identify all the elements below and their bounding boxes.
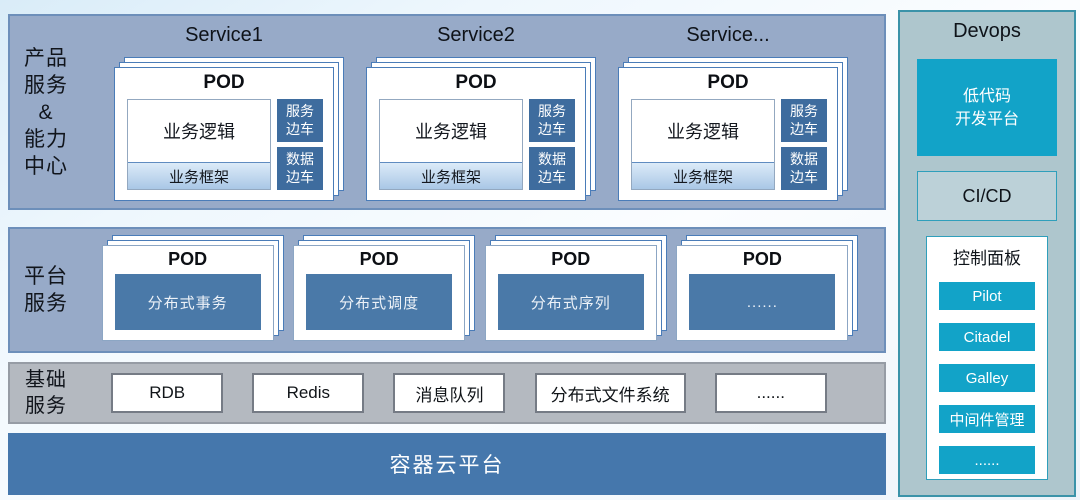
- data-sidecar-box: 数据边车: [529, 147, 575, 190]
- platform-pod-stack: POD 分布式事务: [101, 235, 284, 341]
- base-services-row: RDB Redis 消息队列 分布式文件系统 ......: [82, 364, 884, 422]
- platform-service-box: 分布式事务: [114, 274, 261, 330]
- platform-pod-card: POD 分布式调度: [293, 245, 466, 341]
- service-title: Service1: [185, 24, 263, 46]
- sidecar-column: 服务边车 数据边车: [781, 99, 827, 190]
- control-panel-item: Citadel: [939, 323, 1035, 351]
- pod-body: 业务逻辑 业务框架 服务边车 数据边车: [115, 99, 333, 200]
- base-section-label: 基础 服务: [10, 364, 82, 422]
- service-sidecar-box: 服务边车: [277, 99, 323, 142]
- label-line: 产品: [24, 46, 68, 70]
- pod-stack: POD 业务逻辑 业务框架 服务边车 数据边车: [366, 57, 596, 201]
- pod-body: 业务逻辑 业务框架 服务边车 数据边车: [367, 99, 585, 200]
- services-row: Service1 POD 业务逻辑 业务框架 服务边车: [82, 16, 884, 208]
- platform-pod-stack: POD 分布式调度: [293, 235, 476, 341]
- platform-service-box: 分布式调度: [306, 274, 453, 330]
- base-service-box: 分布式文件系统: [534, 373, 686, 413]
- service-sidecar-box: 服务边车: [529, 99, 575, 142]
- business-framework-bar: 业务框架: [128, 162, 270, 189]
- base-services-section: 基础 服务 RDB Redis 消息队列 分布式文件系统 ......: [8, 362, 886, 424]
- service-title: Service2: [437, 24, 515, 46]
- pod-card: POD 业务逻辑 业务框架 服务边车 数据边车: [366, 67, 586, 201]
- label-line: 服务: [25, 395, 67, 417]
- control-panel-item: Galley: [939, 364, 1035, 392]
- label-line: 平台: [24, 265, 68, 288]
- platform-pod-stack: POD 分布式序列: [484, 235, 667, 341]
- sidecar-column: 服务边车 数据边车: [277, 99, 323, 190]
- business-logic-box: 业务逻辑: [632, 100, 774, 162]
- pod-title: POD: [455, 72, 497, 93]
- base-service-box: RDB: [111, 373, 224, 413]
- pod-title: POD: [168, 249, 208, 269]
- service-group-3: Service... POD 业务逻辑 业务框架 服务边车: [618, 20, 848, 208]
- base-service-box: Redis: [252, 373, 365, 413]
- business-logic-box: 业务逻辑: [128, 100, 270, 162]
- control-panel-item: Pilot: [939, 282, 1035, 310]
- lowcode-line: 开发平台: [954, 110, 1019, 128]
- label-line: 服务: [24, 292, 68, 315]
- business-framework-bar: 业务框架: [632, 162, 774, 189]
- label-line: 能力: [24, 127, 68, 151]
- platform-pod-card: POD ......: [676, 245, 849, 341]
- platform-pod-stack: POD ......: [676, 235, 859, 341]
- platform-pod-card: POD 分布式事务: [101, 245, 274, 341]
- label-line: 中心: [24, 154, 68, 178]
- pod-card: POD 业务逻辑 业务框架 服务边车 数据边车: [114, 67, 334, 201]
- devops-panel: Devops 低代码 开发平台 CI/CD 控制面板 Pilot Citadel…: [898, 10, 1076, 497]
- service-group-1: Service1 POD 业务逻辑 业务框架 服务边车: [114, 20, 344, 208]
- platform-service-box: 分布式序列: [497, 274, 644, 330]
- container-cloud-platform-bar: 容器云平台: [8, 433, 886, 495]
- service-group-2: Service2 POD 业务逻辑 业务框架 服务边车: [366, 20, 596, 208]
- pod-title: POD: [707, 72, 749, 93]
- pod-title: POD: [742, 249, 782, 269]
- data-sidecar-box: 数据边车: [277, 147, 323, 190]
- label-line: 服务: [24, 73, 68, 97]
- pod-title: POD: [551, 249, 591, 269]
- lowcode-line: 低代码: [962, 87, 1011, 105]
- business-framework-bar: 业务框架: [380, 162, 522, 189]
- control-panel-item: ......: [939, 446, 1035, 474]
- logic-column: 业务逻辑 业务框架: [631, 99, 775, 190]
- data-sidecar-box: 数据边车: [781, 147, 827, 190]
- pod-title: POD: [203, 72, 245, 93]
- service-title: Service...: [686, 24, 770, 46]
- label-line: &: [38, 100, 54, 124]
- devops-title: Devops: [953, 20, 1021, 42]
- business-logic-box: 业务逻辑: [380, 100, 522, 162]
- service-sidecar-box: 服务边车: [781, 99, 827, 142]
- control-panel-item: 中间件管理: [939, 405, 1035, 433]
- platform-section-label: 平台 服务: [10, 229, 82, 351]
- base-service-box: 消息队列: [393, 373, 506, 413]
- pod-stack: POD 业务逻辑 业务框架 服务边车 数据边车: [618, 57, 848, 201]
- platform-pod-card: POD 分布式序列: [484, 245, 657, 341]
- platform-services-section: 平台 服务 POD 分布式事务 POD 分布式调度: [8, 227, 886, 353]
- platform-pods-row: POD 分布式事务 POD 分布式调度 POD 分布式序列: [82, 229, 884, 351]
- label-line: 基础: [25, 369, 67, 391]
- product-section-label: 产品 服务 & 能力 中心: [10, 16, 82, 208]
- cicd-box: CI/CD: [917, 171, 1057, 221]
- container-bar-label: 容器云平台: [389, 454, 505, 477]
- control-panel-title: 控制面板: [953, 249, 1021, 268]
- logic-column: 业务逻辑 业务框架: [379, 99, 523, 190]
- pod-stack: POD 业务逻辑 业务框架 服务边车 数据边车: [114, 57, 344, 201]
- pod-title: POD: [359, 249, 399, 269]
- pod-card: POD 业务逻辑 业务框架 服务边车 数据边车: [618, 67, 838, 201]
- lowcode-platform-box: 低代码 开发平台: [917, 59, 1057, 156]
- sidecar-column: 服务边车 数据边车: [529, 99, 575, 190]
- product-services-section: 产品 服务 & 能力 中心 Service1 POD 业务逻辑 业务框架: [8, 14, 886, 210]
- base-service-box: ......: [714, 373, 827, 413]
- pod-body: 业务逻辑 业务框架 服务边车 数据边车: [619, 99, 837, 200]
- platform-service-box: ......: [689, 274, 836, 330]
- control-panel-box: 控制面板 Pilot Citadel Galley 中间件管理 ......: [926, 236, 1048, 480]
- logic-column: 业务逻辑 业务框架: [127, 99, 271, 190]
